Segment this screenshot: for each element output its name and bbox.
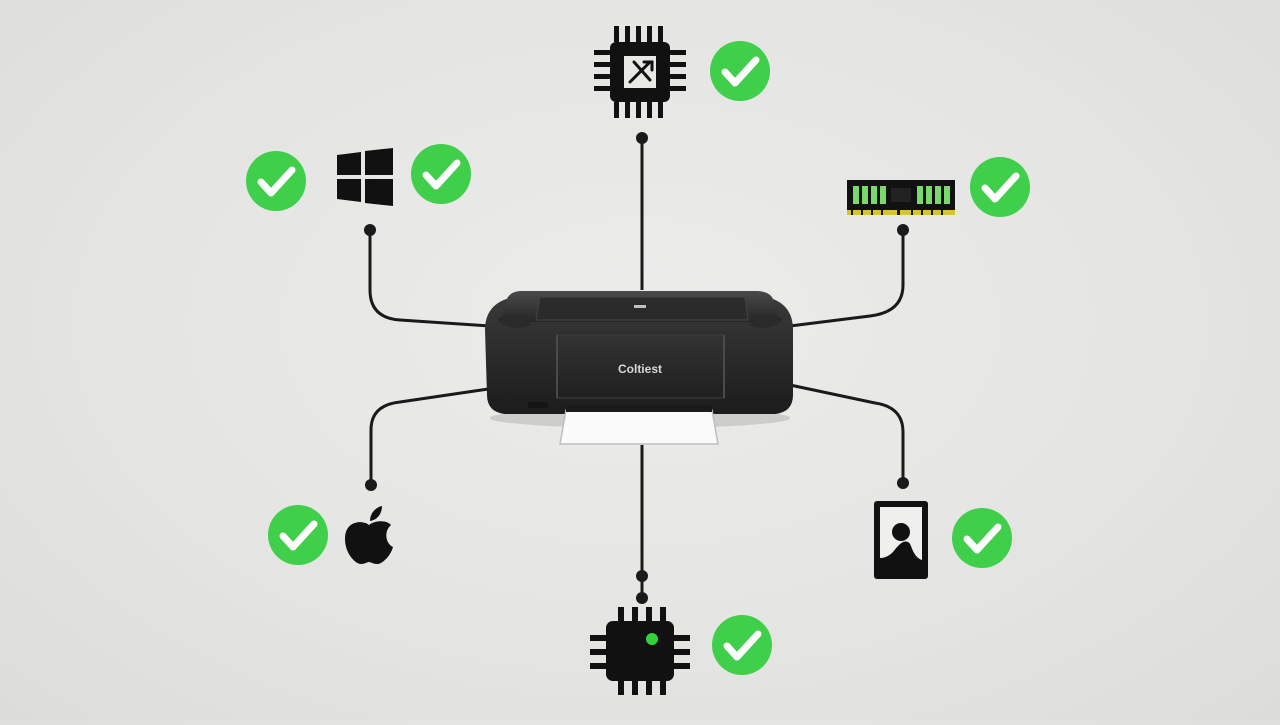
check-icon-ram — [970, 157, 1030, 217]
connector-apple — [369, 386, 496, 485]
check-icon-cpu-top — [710, 41, 770, 101]
check-icon-windows-left — [246, 151, 306, 211]
check-icon-drive — [952, 508, 1012, 568]
printer-brand-label: Coltiest — [618, 362, 662, 376]
connector-lines — [368, 138, 905, 598]
printer: Coltiest — [485, 291, 793, 445]
chip-led-icon — [590, 607, 690, 695]
ram-module-icon — [847, 180, 955, 215]
connector-ram — [789, 230, 905, 328]
connector-windows — [368, 230, 491, 328]
cpu-chip-icon — [594, 26, 686, 118]
check-icon-apple — [268, 505, 328, 565]
windows-logo-icon — [337, 148, 393, 206]
check-icon-chip-bottom — [712, 615, 772, 675]
apple-logo-icon — [345, 506, 393, 564]
connector-dots — [364, 132, 909, 604]
connector-drive — [789, 383, 905, 483]
check-icon-windows-right — [411, 144, 471, 204]
drive-card-icon — [874, 501, 928, 579]
